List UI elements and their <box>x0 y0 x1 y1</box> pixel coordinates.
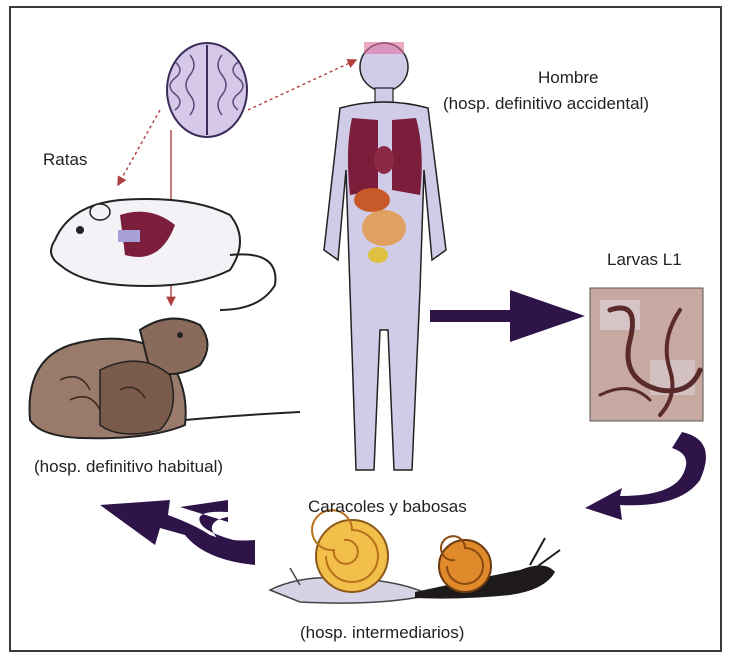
larvae-micrograph <box>590 288 703 421</box>
larvae-to-snails-arrow <box>585 432 706 520</box>
human-host-label: (hosp. definitivo accidental) <box>443 94 649 114</box>
brain-illustration <box>167 43 247 137</box>
brain-to-human-arrow <box>248 60 356 110</box>
human-to-larvae-arrow <box>430 290 585 342</box>
snail-illustration <box>270 510 430 603</box>
slug-illustration <box>415 536 560 598</box>
human-label: Hombre <box>538 68 598 88</box>
snails-host-label: (hosp. intermediarios) <box>300 623 464 643</box>
human-body-illustration <box>324 42 446 470</box>
rats-label: Ratas <box>43 150 87 170</box>
snails-label: Caracoles y babosas <box>308 497 467 517</box>
rats-illustration <box>30 199 301 438</box>
snails-to-rats-arrow <box>100 500 255 565</box>
brain-to-rat-arrow <box>118 110 160 185</box>
rats-host-label: (hosp. definitivo habitual) <box>34 457 223 477</box>
larvae-label: Larvas L1 <box>607 250 682 270</box>
